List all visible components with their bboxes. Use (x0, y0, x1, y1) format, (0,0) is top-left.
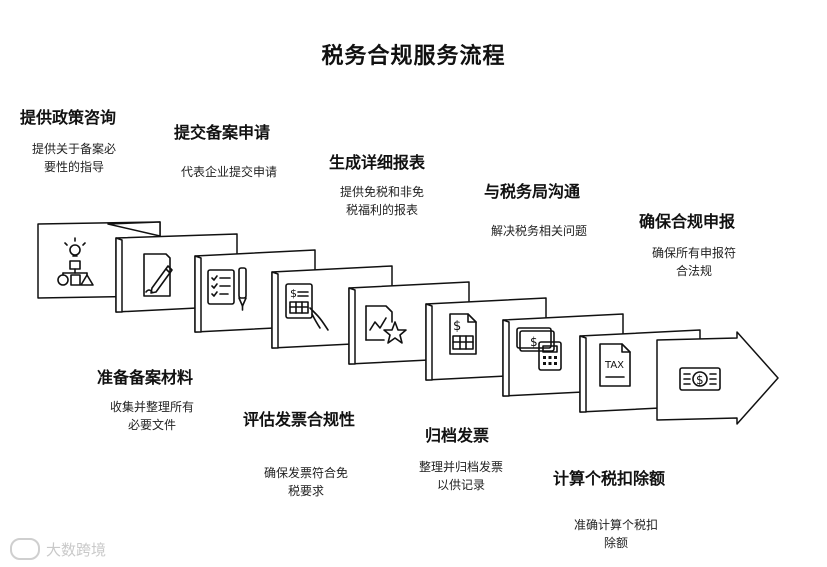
step-title: 生成详细报表 (329, 153, 426, 172)
watermark-logo-icon (10, 538, 40, 560)
step-desc: 提供关于备案必要性的指导 (31, 142, 116, 174)
step-title: 计算个税扣除额 (553, 469, 666, 488)
step-title: 与税务局沟通 (484, 182, 581, 201)
step-title: 评估发票合规性 (243, 410, 356, 429)
svg-text:$: $ (530, 335, 538, 349)
chart-star-icon (365, 305, 407, 344)
svg-text:$: $ (290, 287, 297, 300)
step-desc: 准确计算个税扣除额 (573, 518, 658, 550)
step-title: 提供政策咨询 (20, 108, 117, 127)
flow-arrow-head (656, 331, 779, 425)
step-desc: 提供免税和非免税福利的报表 (339, 185, 424, 217)
org-chart-lightbulb-icon (57, 237, 94, 286)
watermark: 大数跨境 (10, 538, 106, 560)
invoice-hand-icon: $ (285, 283, 329, 331)
svg-text:$: $ (453, 319, 461, 334)
money-calculator-icon: $ (516, 327, 562, 371)
step-title: 确保合规申报 (639, 212, 736, 231)
document-pen-icon (143, 253, 173, 297)
page-title: 税务合规服务流程 (321, 44, 506, 69)
step-desc: 收集并整理所有必要文件 (109, 400, 194, 432)
step-desc: 代表企业提交申请 (180, 165, 277, 179)
money-stack-icon: $ (679, 367, 721, 391)
tax-label: TAX (604, 360, 624, 371)
step-desc: 解决税务相关问题 (490, 224, 587, 238)
checklist-pen-icon (207, 267, 247, 311)
svg-text:$: $ (696, 373, 704, 387)
step-desc: 确保所有申报符合法规 (651, 246, 736, 278)
step-title: 提交备案申请 (174, 123, 271, 142)
step-desc: 整理并归档发票以供记录 (418, 460, 503, 492)
receipt-dollar-icon: $ (449, 313, 477, 355)
step-desc: 确保发票符合免税要求 (263, 466, 348, 498)
step-title: 准备备案材料 (97, 368, 194, 387)
step-title: 归档发票 (425, 426, 490, 445)
watermark-text: 大数跨境 (46, 540, 107, 559)
tax-document-icon: TAX (599, 343, 631, 387)
